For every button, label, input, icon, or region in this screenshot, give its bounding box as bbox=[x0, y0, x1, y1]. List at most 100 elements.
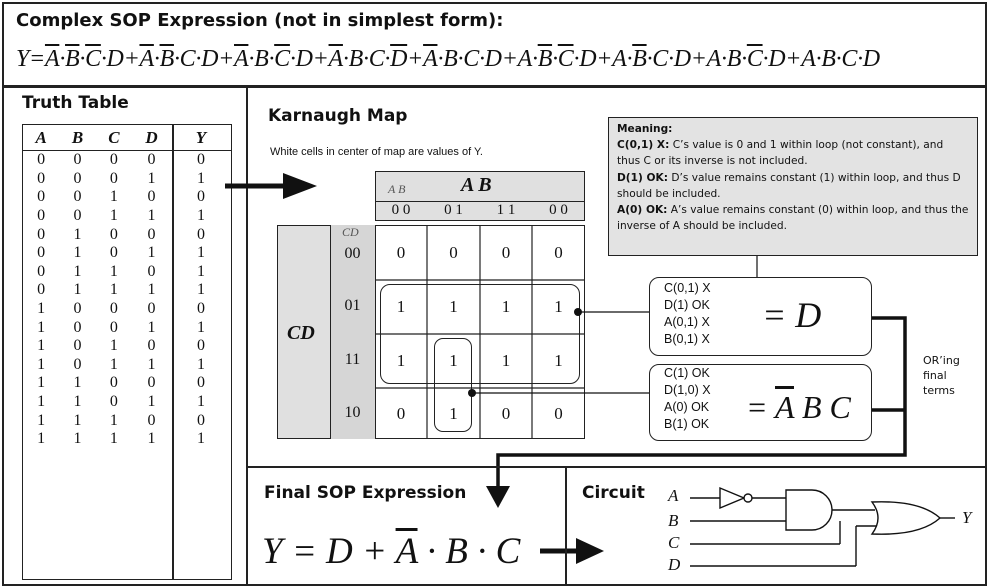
sop-dot: · bbox=[626, 46, 633, 72]
meaning-box: Meaning: C(0,1) X: C’s value is 0 and 1 … bbox=[608, 117, 978, 256]
truth-table-cell: 0 bbox=[37, 244, 46, 262]
sop-literal: B bbox=[159, 46, 175, 72]
truth-table-header: A bbox=[23, 126, 60, 151]
truth-table-cell: 1 bbox=[147, 169, 156, 187]
kmap-cell: 0 bbox=[449, 242, 458, 262]
sop-literal: B bbox=[632, 46, 647, 72]
kmap-rowlabel-shade bbox=[330, 225, 375, 439]
sop-dot: · bbox=[173, 46, 180, 72]
sop-literal: A bbox=[706, 46, 722, 72]
circuit-output-y: Y bbox=[962, 508, 972, 527]
sop-dot: · bbox=[721, 46, 727, 72]
truth-table-cell: 0 bbox=[109, 374, 118, 392]
truth-table-cell: 1 bbox=[73, 430, 82, 448]
truth-table-cell: 0 bbox=[37, 188, 46, 206]
truth-table-cell: 0 bbox=[109, 300, 118, 318]
truth-table-cell: 0 bbox=[37, 281, 46, 299]
truth-table-cell: 0 bbox=[109, 244, 118, 262]
truth-table-cell: 1 bbox=[73, 411, 82, 429]
truth-table-cell: 0 bbox=[37, 151, 46, 169]
truth-table-cell: 1 bbox=[109, 281, 118, 299]
truth-table-cell: 1 bbox=[197, 318, 205, 336]
sop-dot: · bbox=[762, 46, 769, 72]
truth-table-cell: 0 bbox=[147, 300, 156, 318]
truth-table-cell: 0 bbox=[147, 188, 156, 206]
truth-table-cell: 1 bbox=[197, 393, 205, 411]
sop-dot: · bbox=[79, 46, 86, 72]
kmap-title: Karnaugh Map bbox=[268, 106, 408, 126]
sop-dot: · bbox=[457, 46, 464, 72]
truth-table-cell: 1 bbox=[37, 430, 46, 448]
sop-plus: + bbox=[690, 46, 707, 72]
sop-literal: B bbox=[443, 46, 458, 72]
kmap-cell: 0 bbox=[396, 403, 406, 423]
sop-literal: A bbox=[44, 46, 60, 72]
truth-table-header: C bbox=[95, 126, 133, 151]
kmap-row-label: 01 bbox=[344, 297, 361, 314]
sop-plus: + bbox=[596, 46, 613, 72]
truth-table-cell: 0 bbox=[73, 318, 82, 336]
sop-dot: · bbox=[384, 46, 391, 72]
kmap-loop-abarbc bbox=[434, 338, 472, 432]
truth-table-divider bbox=[172, 124, 174, 580]
truth-table-cell: 0 bbox=[109, 318, 118, 336]
kmap-row-label: 11 bbox=[344, 351, 361, 368]
truth-table-cell: 1 bbox=[73, 225, 82, 243]
sop-dot: · bbox=[100, 46, 107, 72]
sop-literal: D bbox=[390, 46, 408, 72]
kmap-cd-small: CD bbox=[342, 225, 359, 239]
circuit-input-d: D bbox=[668, 555, 681, 574]
truth-table-cell: 1 bbox=[109, 188, 118, 206]
truth-table-cell: 0 bbox=[37, 225, 46, 243]
sop-plus: + bbox=[123, 46, 140, 72]
circuit-input-a: A bbox=[668, 486, 679, 505]
circuit-title: Circuit bbox=[582, 483, 645, 503]
kmap-cell: 0 bbox=[501, 242, 511, 262]
kmap-header-shade bbox=[375, 171, 585, 221]
tt-to-kmap-arrow bbox=[225, 173, 317, 199]
truth-table-header: Y bbox=[171, 126, 231, 151]
truth-table-cell: 1 bbox=[147, 244, 156, 262]
sop-literal: B bbox=[726, 46, 742, 72]
truth-table-cell: 1 bbox=[197, 355, 205, 373]
truth-table-cell: 0 bbox=[197, 411, 205, 429]
truth-table-cell: 1 bbox=[109, 337, 118, 355]
truth-table-cell: 1 bbox=[73, 393, 82, 411]
sop-title: Complex SOP Expression (not in simplest … bbox=[16, 10, 504, 31]
kmap-cd-big: CD bbox=[287, 322, 315, 344]
sop-literal: A bbox=[612, 46, 627, 72]
truth-table-header: D bbox=[132, 126, 171, 151]
kmap-col-label: 0 1 bbox=[444, 202, 463, 218]
sop-literal: B bbox=[537, 46, 553, 72]
kmap-note: White cells in center of map are values … bbox=[270, 146, 483, 158]
sop-expression: Y=A·B·C·D+A·B·C·D+A·B·C·D+A·B·C·D+A·B·C·… bbox=[16, 46, 880, 73]
truth-table-cell: 0 bbox=[147, 151, 156, 169]
truth-table-cell: 1 bbox=[73, 281, 82, 299]
sop-dot: · bbox=[531, 46, 538, 72]
kmap-collabel-row bbox=[375, 201, 585, 224]
kmap-cell: 1 bbox=[554, 351, 563, 370]
sop-dot: · bbox=[857, 46, 863, 72]
truth-table-cell: 1 bbox=[37, 318, 46, 336]
truth-table-cell: 0 bbox=[37, 207, 46, 225]
truth-table-cell: 0 bbox=[197, 300, 205, 318]
meaning-item-a: A(0) OK: A’s value remains constant (0) … bbox=[617, 204, 969, 233]
kmap-cell: 1 bbox=[554, 297, 563, 316]
sop-dot: · bbox=[835, 46, 842, 72]
sop-dot: · bbox=[573, 46, 580, 72]
sop-literal: C bbox=[179, 46, 196, 72]
truth-table-cell: 0 bbox=[37, 169, 46, 187]
truth-table-cell: 1 bbox=[197, 244, 205, 262]
sop-dot: · bbox=[153, 46, 160, 72]
truth-table-cell: 1 bbox=[109, 430, 118, 448]
kmap-col-label: 0 0 bbox=[391, 202, 411, 218]
kmap-cell: 1 bbox=[396, 351, 406, 370]
truth-table-cell: 1 bbox=[147, 393, 156, 411]
